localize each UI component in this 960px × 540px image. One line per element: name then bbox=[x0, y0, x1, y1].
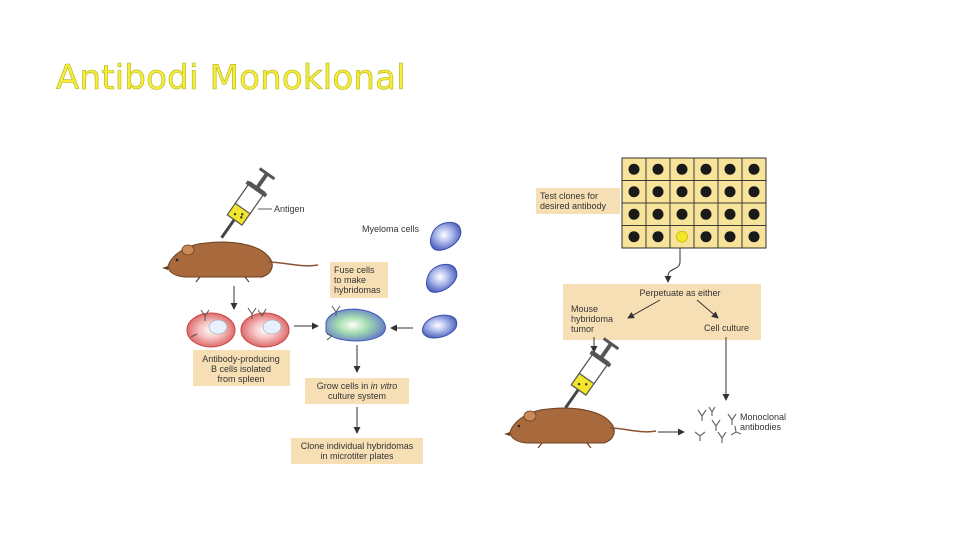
slide-title: Antibodi Monoklonal bbox=[56, 58, 406, 99]
b-cells-label-3: from spleen bbox=[217, 374, 264, 384]
plate-cell bbox=[741, 225, 767, 249]
plate-well bbox=[628, 208, 640, 220]
plate-well bbox=[748, 163, 760, 175]
myeloma-cells-icon bbox=[421, 221, 462, 339]
syringe-icon bbox=[220, 167, 276, 239]
plate-well bbox=[700, 163, 712, 175]
test-box bbox=[536, 188, 620, 214]
microtiter-plate-icon bbox=[621, 157, 767, 249]
plate-well bbox=[724, 186, 736, 198]
b-cells-label-2: B cells isolated bbox=[211, 364, 271, 374]
b-cells-icon bbox=[186, 307, 290, 348]
test-label-2: desired antibody bbox=[540, 201, 607, 211]
grow-label-2: culture system bbox=[328, 391, 386, 401]
mouse-icon bbox=[162, 241, 319, 283]
plate-well bbox=[724, 208, 736, 220]
test-label-1: Test clones for bbox=[540, 191, 598, 201]
fuse-label-3: hybridomas bbox=[334, 285, 381, 295]
plate-well bbox=[700, 208, 712, 220]
syringe-icon bbox=[564, 337, 620, 409]
plate-well bbox=[748, 208, 760, 220]
plate-well bbox=[628, 163, 640, 175]
mouse-tumor-label-2: hybridoma bbox=[571, 314, 613, 324]
mouse-tumor-label-1: Mouse bbox=[571, 304, 598, 314]
fuse-box bbox=[330, 262, 388, 298]
plate-well bbox=[700, 186, 712, 198]
clone-label-2: in microtiter plates bbox=[320, 451, 394, 461]
perpetuate-label: Perpetuate as either bbox=[639, 288, 720, 298]
cell-culture-label: Cell culture bbox=[704, 323, 749, 333]
plate-well bbox=[628, 186, 640, 198]
fuse-label-2: to make bbox=[334, 275, 366, 285]
fuse-label-1: Fuse cells bbox=[334, 265, 375, 275]
plate-well bbox=[628, 231, 640, 243]
perpetuate-box bbox=[563, 284, 761, 340]
myeloma-label: Myeloma cells bbox=[362, 224, 420, 234]
mouse-tumor-label-3: tumor bbox=[571, 324, 594, 334]
plate-well bbox=[676, 186, 688, 198]
plate-well bbox=[676, 163, 688, 175]
plate-well bbox=[724, 163, 736, 175]
grow-box bbox=[305, 378, 409, 404]
plate-well bbox=[748, 186, 760, 198]
hybridoma-cell-icon bbox=[325, 305, 386, 342]
antigen-label: Antigen bbox=[274, 204, 305, 214]
positive-well bbox=[676, 230, 688, 243]
clone-label-1: Clone individual hybridomas bbox=[301, 441, 414, 451]
plate-well bbox=[700, 231, 712, 243]
plate-well bbox=[652, 186, 664, 198]
b-cells-box bbox=[193, 350, 290, 386]
plate-well bbox=[652, 231, 664, 243]
plate-well bbox=[652, 208, 664, 220]
grow-label-1: Grow cells in in vitro bbox=[317, 381, 398, 391]
b-cells-label-1: Antibody-producing bbox=[202, 354, 280, 364]
monoclonal-label-2: antibodies bbox=[740, 422, 782, 432]
monoclonal-label-1: Monoclonal bbox=[740, 412, 786, 422]
plate-well bbox=[652, 163, 664, 175]
plate-well bbox=[748, 231, 760, 243]
plate-well bbox=[676, 208, 688, 220]
mouse-icon bbox=[504, 407, 657, 449]
antibodies-icon bbox=[694, 406, 742, 443]
plate-well bbox=[724, 231, 736, 243]
clone-box bbox=[291, 438, 423, 464]
